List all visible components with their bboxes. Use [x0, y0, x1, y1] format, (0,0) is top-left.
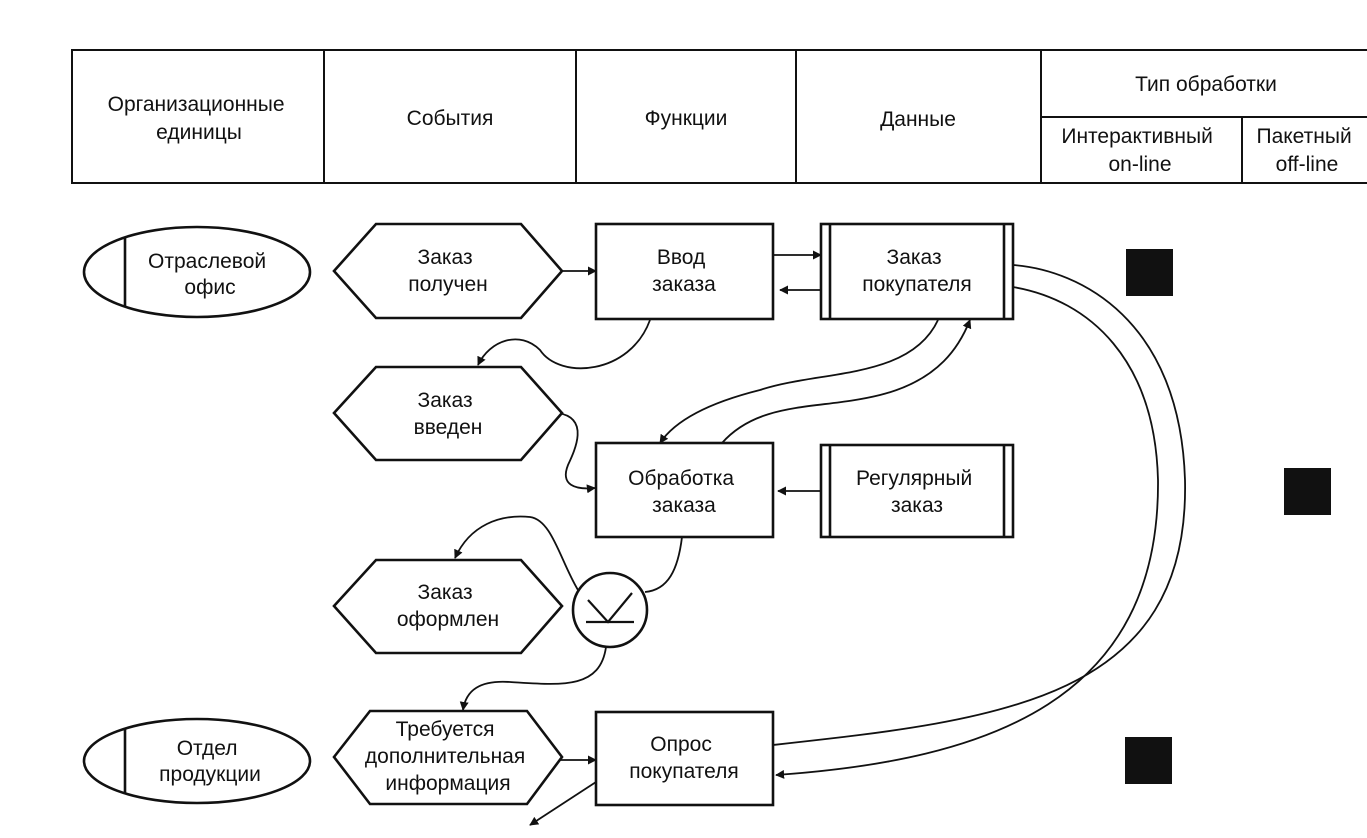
function-label: Опрос покупателя	[629, 733, 739, 783]
org-unit-label: Отраслевой офис	[148, 250, 272, 299]
org-unit-label: Отдел продукции	[159, 737, 261, 786]
function-order-processing: Обработка заказа	[594, 441, 775, 539]
function-label: Обработка заказа	[628, 467, 740, 517]
header-org-units: Организационные единицы	[108, 93, 291, 144]
flow-line	[644, 536, 683, 593]
event-order-entered: Заказ введен	[332, 365, 564, 462]
flow-arrow	[459, 646, 607, 711]
data-regular-order: Регулярный заказ	[819, 443, 1015, 539]
header-frame	[71, 49, 1367, 184]
header-functions: Функции	[645, 107, 728, 130]
flow-line	[772, 264, 1186, 746]
flow-arrow	[454, 515, 579, 591]
org-unit-product-dept: Отдел продукции	[82, 717, 312, 805]
flow-arrow	[557, 412, 596, 494]
xor-connector	[571, 571, 649, 649]
flow-arrow	[721, 319, 972, 444]
event-info-required: Требуется дополнительная информация	[332, 709, 564, 806]
interactive-marker	[1125, 737, 1172, 784]
event-label: Заказ введен	[414, 389, 483, 439]
data-customer-order: Заказ покупателя	[819, 222, 1015, 321]
flow-arrow	[529, 781, 597, 826]
function-customer-query: Опрос покупателя	[594, 710, 775, 807]
flow-arrow	[659, 319, 939, 444]
data-label: Заказ покупателя	[862, 246, 972, 296]
header-data: Данные	[880, 108, 956, 131]
function-order-entry: Ввод заказа	[594, 222, 775, 321]
connections	[454, 250, 1186, 826]
header-events: События	[407, 107, 494, 130]
batch-marker	[1284, 468, 1331, 515]
interactive-marker	[1126, 249, 1173, 296]
flow-arrow	[477, 319, 651, 370]
data-label: Регулярный заказ	[856, 467, 978, 517]
header-batch: Пакетный off-line	[1256, 125, 1357, 176]
header-interactive: Интерактивный on-line	[1061, 125, 1218, 176]
event-order-received: Заказ получен	[332, 222, 564, 320]
event-label: Заказ оформлен	[397, 581, 499, 631]
event-order-processed: Заказ оформлен	[332, 558, 564, 655]
flow-arrow	[775, 286, 1159, 779]
event-label: Заказ получен	[408, 246, 488, 296]
processing-markers	[1125, 249, 1331, 784]
function-label: Ввод заказа	[652, 246, 716, 296]
event-label: Требуется дополнительная информация	[365, 718, 531, 795]
header-table: Организационные единицы События Функции …	[71, 49, 1367, 184]
header-processing-type: Тип обработки	[1135, 73, 1277, 96]
org-unit-branch-office: Отраслевой офис	[82, 225, 312, 319]
